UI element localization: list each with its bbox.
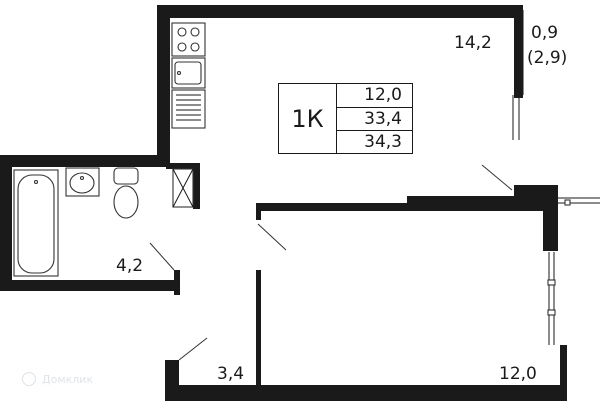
total-area: 33,4	[337, 107, 412, 130]
bathtub	[13, 169, 59, 277]
domclick-logo-icon	[22, 372, 36, 386]
balcony-outline	[512, 10, 600, 345]
bathroom-area-label: 4,2	[116, 256, 144, 276]
apartment-type: 1К	[279, 84, 337, 153]
walls	[0, 5, 567, 401]
hallway-area-label: 3,4	[217, 364, 245, 384]
counter	[171, 89, 206, 129]
kitchen-area-label: 14,2	[454, 33, 492, 53]
toilet	[113, 167, 139, 219]
living-area: 12,0	[364, 85, 402, 105]
bedroom-area-label: 12,0	[499, 364, 537, 384]
balcony-area-label: 0,9	[531, 23, 559, 43]
watermark-text: Домклик	[42, 372, 94, 386]
area-values: 12,0 33,4 34,3	[337, 84, 412, 153]
kitchen-sink	[171, 57, 206, 89]
balcony-full-area-label: (2,9)	[527, 48, 568, 68]
ventilation-shaft	[172, 168, 194, 208]
stove	[171, 22, 206, 57]
washbasin	[65, 167, 100, 197]
watermark: Домклик	[22, 372, 93, 386]
doors	[149, 164, 513, 361]
apartment-info-box: 1К 12,0 33,4 34,3	[278, 83, 413, 154]
total-area-with-balcony: 34,3	[337, 130, 412, 153]
